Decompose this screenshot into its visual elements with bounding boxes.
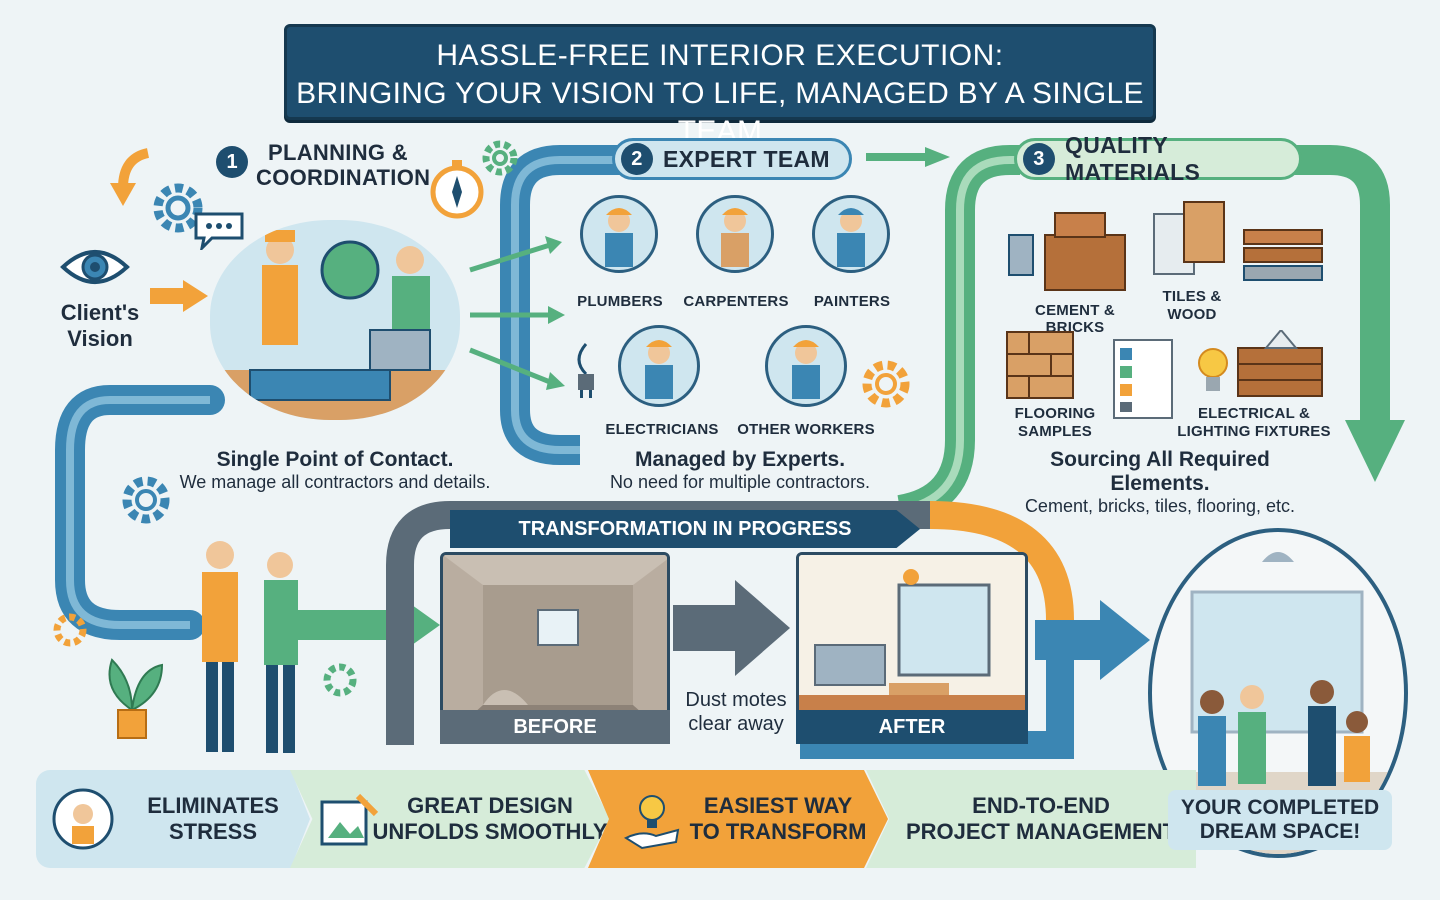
gear-icon	[150, 180, 206, 236]
eye-icon	[60, 245, 130, 289]
step2-caption-title: Managed by Experts.	[634, 448, 846, 471]
step3-caption-text: Cement, bricks, tiles, flooring, etc.	[1024, 496, 1296, 516]
material-label-tiles: TILES &	[1162, 288, 1222, 305]
gear-icon	[480, 138, 520, 178]
step3-title: QUALITY MATERIALS	[1065, 132, 1201, 185]
gear-icon	[118, 472, 174, 528]
painter-avatar	[812, 195, 890, 273]
step2-title: EXPERT TEAM	[663, 145, 830, 172]
benefit-line2: UNFOLDS SMOOTHLY	[372, 819, 608, 844]
stressed-person-icon	[52, 788, 114, 850]
speech-bubble-icon	[192, 210, 246, 250]
planning-scene	[210, 220, 460, 420]
step2-pill: 2 EXPERT TEAM	[612, 138, 852, 180]
completed-line1: YOUR COMPLETED	[1180, 796, 1380, 819]
worker-label-electricians: ELECTRICIANS	[605, 421, 719, 438]
gear-icon	[320, 660, 360, 700]
step1-caption-text: We manage all contractors and details.	[179, 472, 491, 492]
header-banner: HASSLE-FREE INTERIOR EXECUTION: BRINGING…	[284, 24, 1156, 148]
step1-caption: Single Point of Contact. We manage all c…	[160, 448, 510, 493]
tiles-icon	[1152, 200, 1226, 280]
electrician-avatar	[618, 325, 700, 407]
benefit-line1: END-TO-END	[972, 793, 1110, 818]
after-label: AFTER	[796, 710, 1028, 744]
dust-line1: Dust motes	[685, 689, 787, 711]
dust-note: Dust motes clear away	[676, 688, 796, 736]
carpenter-avatar	[696, 195, 774, 273]
benefit-line1: GREAT DESIGN	[407, 793, 573, 818]
before-room	[440, 552, 670, 738]
benefit-line2: TO TRANSFORM	[689, 819, 867, 844]
bricks-icon	[1005, 205, 1135, 295]
worker-label-carpenters: CARPENTERS	[683, 293, 789, 310]
step1-title-line1: PLANNING &	[268, 140, 408, 165]
plant-icon	[92, 650, 172, 740]
design-pencil-icon	[318, 792, 380, 850]
team-pair-illustration	[180, 530, 320, 760]
material-label-lighting-fixtures: LIGHTING FIXTURES	[1177, 423, 1331, 440]
header-line1: HASSLE-FREE INTERIOR EXECUTION:	[436, 39, 1004, 72]
gear-icon	[858, 356, 914, 412]
step3-caption: Sourcing All Required Elements. Cement, …	[1000, 448, 1320, 517]
plumber-avatar	[580, 195, 658, 273]
completed-line2: DREAM SPACE!	[1199, 820, 1361, 843]
material-label-samples: SAMPLES	[1018, 423, 1092, 440]
compass-icon	[428, 158, 486, 220]
other-worker-avatar	[765, 325, 847, 407]
flooring-samples-icon	[1005, 330, 1077, 402]
step2-caption: Managed by Experts. No need for multiple…	[570, 448, 910, 493]
fixtures-crate-icon	[1236, 330, 1326, 398]
curved-arrow-icon	[108, 148, 158, 208]
after-room	[796, 552, 1028, 738]
wood-planks-icon	[1240, 220, 1326, 292]
transformation-title: TRANSFORMATION IN PROGRESS	[450, 510, 920, 548]
step3-number-badge: 3	[1023, 143, 1055, 175]
step3-pill: 3 QUALITY MATERIALS	[1014, 132, 1302, 185]
step3-caption-title: Sourcing All Required Elements.	[1050, 448, 1270, 495]
lightbulb-icon	[1195, 345, 1231, 397]
material-label-flooring: FLOORING	[1014, 405, 1096, 422]
before-label: BEFORE	[440, 710, 670, 744]
lightbulb-hand-icon	[622, 790, 682, 852]
color-swatch-icon	[1112, 338, 1174, 420]
step2-number-badge: 2	[621, 143, 653, 175]
benefit-line1: EASIEST WAY	[703, 793, 853, 818]
step2-caption-text: No need for multiple contractors.	[609, 472, 871, 492]
worker-label-plumbers: PLUMBERS	[577, 293, 663, 310]
material-label-wood: WOOD	[1167, 306, 1217, 323]
worker-label-other-workers: OTHER WORKERS	[737, 421, 875, 438]
benefit-line2: STRESS	[168, 819, 258, 844]
step1-title-line2: COORDINATION	[256, 165, 431, 190]
plug-icon	[568, 340, 604, 404]
step1-caption-title: Single Point of Contact.	[216, 448, 454, 471]
gear-icon	[50, 610, 90, 650]
dust-line2: clear away	[688, 713, 784, 735]
worker-label-painters: PAINTERS	[813, 293, 891, 310]
material-label-electrical: ELECTRICAL &	[1197, 405, 1311, 422]
benefit-line2: PROJECT MANAGEMENT	[905, 819, 1177, 844]
client-vision-label: Client's Vision	[60, 300, 140, 351]
step1-number-badge: 1	[216, 146, 248, 178]
benefit-line1: ELIMINATES	[147, 793, 279, 818]
